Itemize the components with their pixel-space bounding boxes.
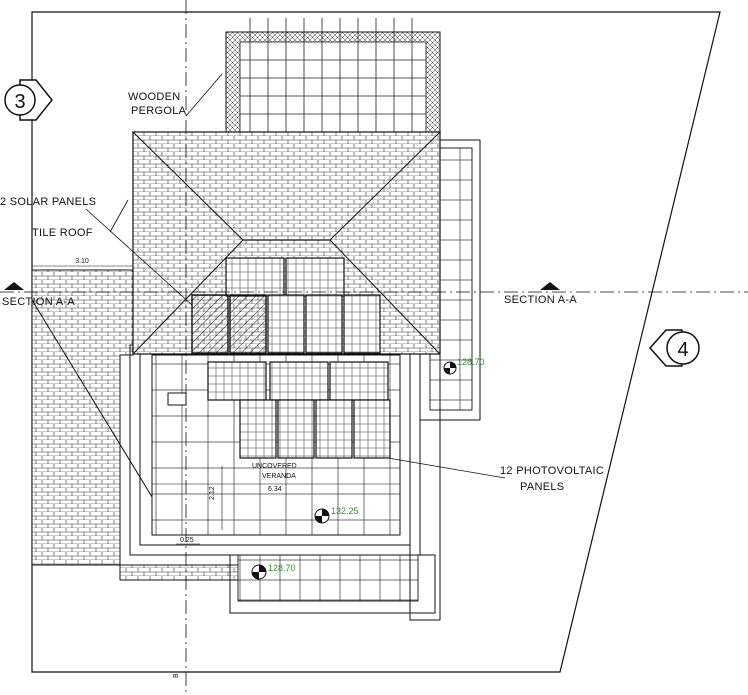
svg-text:3: 3 [14, 91, 25, 113]
uncovered-label-2: VERANDA [262, 473, 296, 480]
dim-veranda-depth: 2.12 [209, 486, 216, 500]
section-label-left: SECTION A-A [2, 296, 75, 308]
solar-panels [191, 294, 267, 354]
tile-roof-label: TILE ROOF [32, 227, 93, 239]
level-marker-bottom: 128.70 [251, 563, 296, 580]
svg-text:4: 4 [677, 339, 688, 361]
pergola-label-2: PERGOLA [131, 105, 187, 117]
level-marker-veranda: 132.25 [314, 506, 359, 524]
photovoltaic-label-1: 12 PHOTOVOLTAIC [500, 465, 604, 477]
uncovered-label-1: UNCOVERED [252, 463, 297, 470]
photovoltaic-label-2: PANELS [520, 481, 564, 493]
view-marker-4: 4 [648, 329, 700, 367]
level-marker-upper: 128.70 [443, 357, 485, 375]
photovoltaic-panels [207, 257, 391, 459]
dim-step-offset: 0.25 [180, 537, 194, 544]
section-label-bottom: B [173, 673, 180, 678]
dim-roof-width: 3.10 [75, 258, 89, 265]
section-label-right: SECTION A-A [504, 294, 577, 306]
skylight [167, 392, 187, 406]
pergola-grid [240, 18, 426, 132]
view-marker-3: 3 [4, 79, 53, 121]
svg-text:128.70: 128.70 [268, 563, 296, 573]
svg-text:132.25: 132.25 [331, 506, 359, 516]
svg-text:128.70: 128.70 [457, 357, 485, 367]
solar-panels-label: 2 SOLAR PANELS [0, 196, 96, 208]
pergola-label-1: WOODEN [128, 91, 181, 103]
dim-veranda-width: 6.34 [268, 486, 282, 493]
